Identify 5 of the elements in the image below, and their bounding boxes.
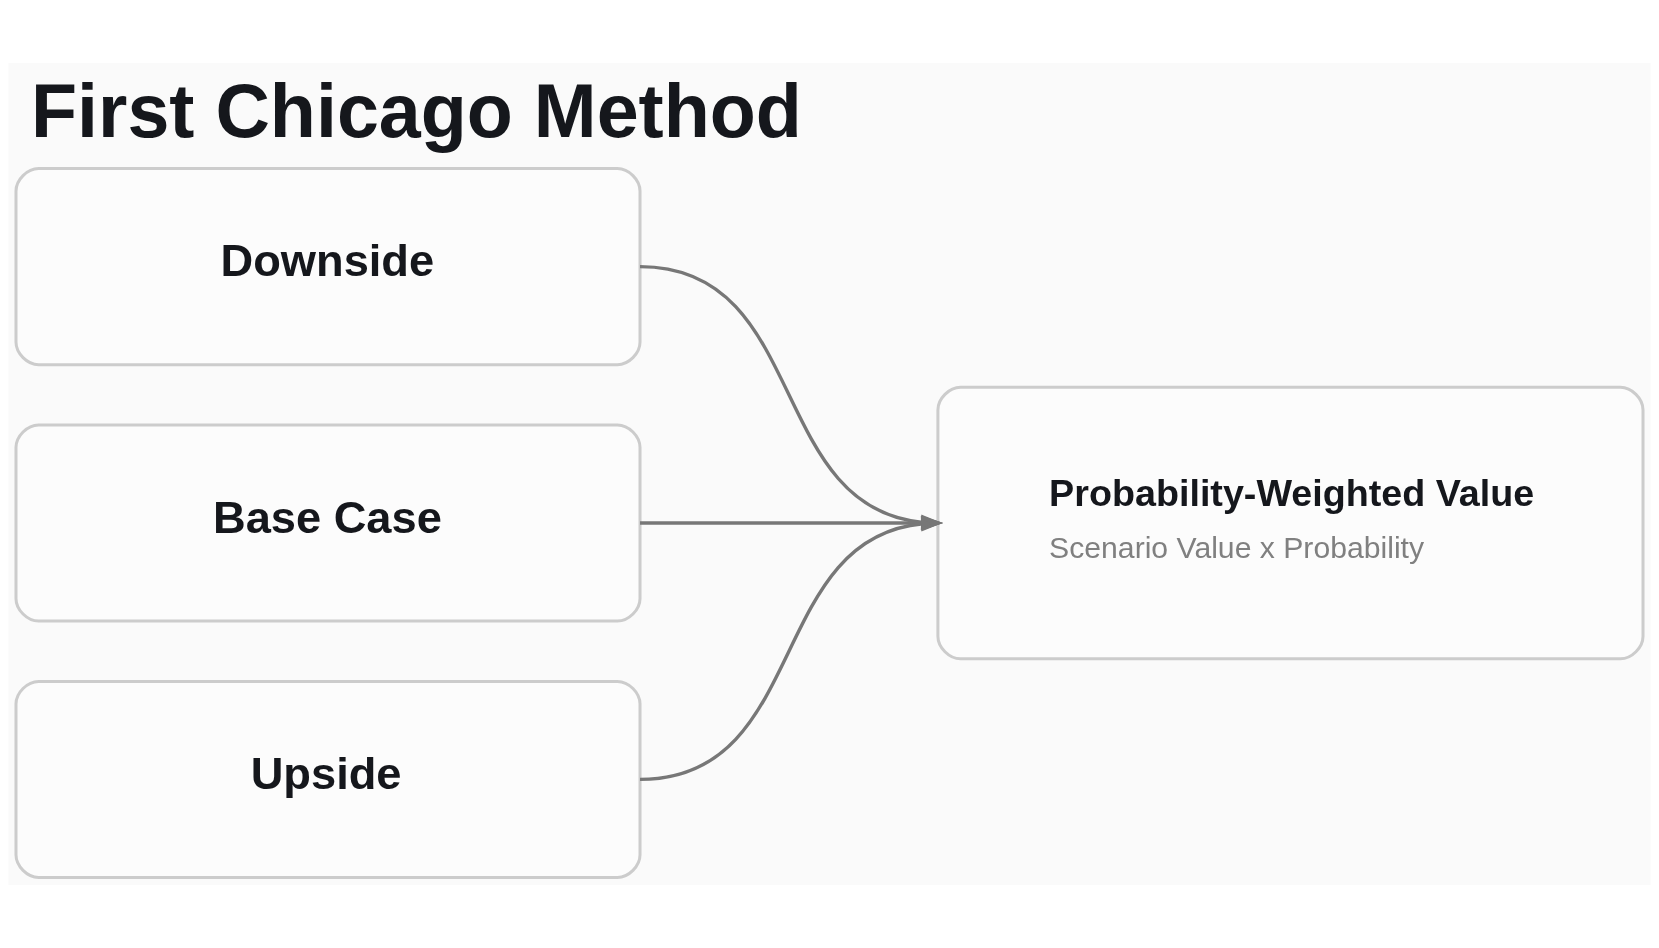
node-box: Downside (14, 167, 642, 367)
node-box: Upside (14, 679, 642, 879)
node-box: Base Case (14, 423, 642, 623)
diagram-title: First Chicago Method (31, 68, 802, 153)
node-box: Probability-Weighted Value Scenario Value x Probability (936, 385, 1645, 661)
